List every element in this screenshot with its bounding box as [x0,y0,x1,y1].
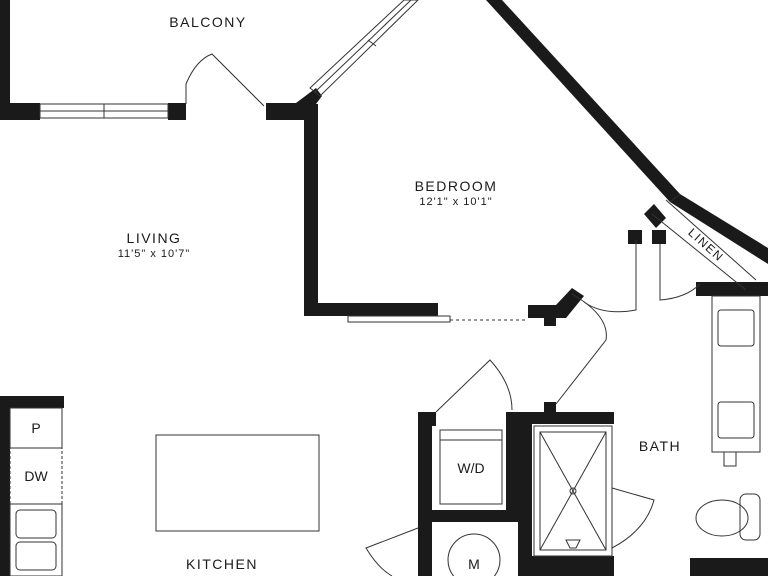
shower-diag-2 [539,431,607,551]
wall-shower-stub [544,402,556,414]
wall-left-lower [0,396,10,576]
wall-shower-top [532,412,614,424]
shower-inner [539,431,607,551]
bath-sink-2 [717,401,755,439]
wall-wd-left [418,412,432,576]
wall-left-upper [0,0,10,120]
wall-wd-right [506,412,520,522]
bath-vanity [711,295,761,453]
shower-outer [533,425,613,557]
wall-bedroom-bottom-right [528,288,584,326]
wall-diagonal-lower [670,194,768,264]
wall-shower-bottom [532,556,614,576]
living-dimensions: 11'5" x 10'7" [117,248,191,260]
doors [185,53,701,576]
wall-linen-post-2 [652,230,666,244]
bedroom-window [309,0,419,97]
wall-wd-top-left [418,412,436,426]
windows [39,0,528,323]
bath-vanity-foot [723,451,737,467]
mechanical-label: M [468,556,480,572]
wall-bath-bottom [690,558,768,576]
wd-door-swing [435,359,513,413]
wall-bedroom-bottom-left [304,303,438,316]
wall-balcony-left-stub [0,103,40,120]
wd-box [439,429,503,505]
mechanical-unit [447,533,501,576]
pantry-label: P [31,420,41,436]
wall-balcony-mid-stub [168,103,186,120]
bedroom-dimensions: 12'1" x 10'1" [419,196,493,208]
shower-drain [569,487,577,495]
kitchen-counter [9,503,63,576]
wall-bottom-mid [432,528,506,576]
bedroom-closet-track [347,315,451,323]
wall-wd-bottom [418,510,520,522]
balcony-label: BALCONY [169,14,247,30]
living-label: LIVING [126,230,182,246]
balcony-door-swing [185,53,265,107]
bedroom-door-swing [555,293,607,405]
toilet-tank [739,493,761,541]
wall-bath-top [696,282,768,296]
bedroom-window-line [314,0,412,93]
fixtures [9,199,761,576]
wall-shower-left [518,412,532,576]
kitchen-label: KITCHEN [186,556,258,572]
wall-linen-post [628,230,642,244]
bath-label: BATH [638,438,682,454]
kitchen-sink-1 [15,509,57,539]
dishwasher-label: DW [24,468,48,484]
shower-door-swing [611,487,655,549]
linen-door-swing [659,244,701,301]
linen-shelf [665,199,757,281]
bedroom-label: BEDROOM [414,178,498,194]
shower-head [565,539,581,549]
kitchen-sink-2 [15,541,57,571]
dishwasher-box [9,447,63,505]
bath-sink-1 [717,309,755,347]
kitchen-door-swing [365,527,419,576]
wall-bedroom-left [304,104,318,316]
wall-left-closet-top [10,396,64,408]
washer-dryer-label: W/D [457,460,485,476]
bedroom-window-mullion [367,39,377,47]
toilet-bowl [695,499,749,537]
linen-shelf-2 [651,213,747,291]
wall-diagonal [486,0,680,202]
kitchen-island [155,434,320,532]
bath-door-swing [583,240,637,313]
